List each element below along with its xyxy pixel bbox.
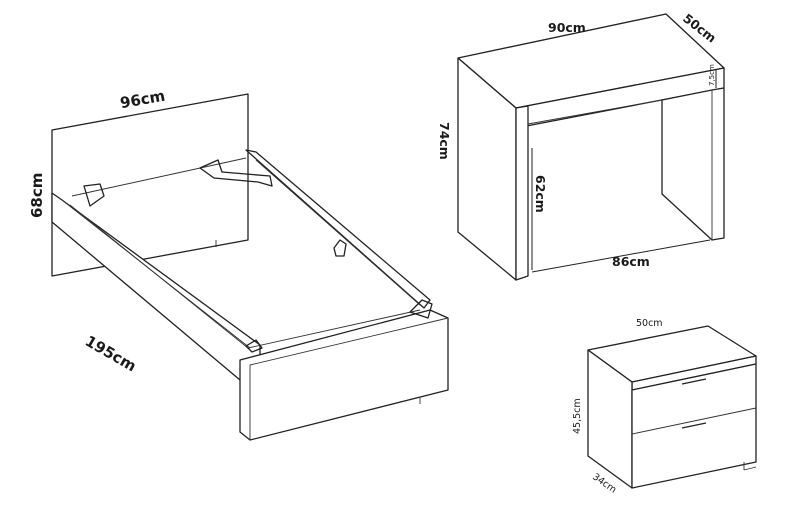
desk-drawer-height-label: 7,5cm bbox=[708, 64, 716, 86]
nightstand-height-label: 45,5cm bbox=[572, 398, 583, 434]
nightstand-drawing: 50cm 45,5cm 34cm bbox=[572, 318, 757, 496]
bed-height-label: 68cm bbox=[28, 173, 46, 218]
bed-bracket-top-right bbox=[199, 159, 273, 187]
bed-headboard bbox=[51, 93, 249, 277]
desk-right-panel bbox=[661, 87, 725, 241]
bed-width-label: 96cm bbox=[119, 87, 167, 113]
bed-bracket-foot-left bbox=[245, 339, 263, 353]
desk-height-label: 74cm bbox=[437, 122, 452, 160]
bed-bracket-middle bbox=[333, 239, 347, 257]
desk-inner-height-label: 62cm bbox=[533, 175, 548, 213]
nightstand-width-label: 50cm bbox=[636, 318, 663, 329]
bed-bracket-top-left bbox=[83, 183, 105, 207]
bed-drawing: 96cm 68cm 195cm bbox=[28, 87, 449, 441]
nightstand-drawer-handle-bottom bbox=[681, 422, 707, 429]
bed-length-label: 195cm bbox=[82, 332, 139, 376]
desk-width-label: 90cm bbox=[548, 20, 586, 35]
desk-inner-width-label: 86cm bbox=[612, 254, 650, 269]
desk-drawing: 7,5cm 90cm 50cm 74cm 62cm 86cm bbox=[437, 11, 725, 281]
nightstand-drawer-handle-top bbox=[681, 378, 707, 385]
bed-right-rail bbox=[245, 149, 431, 309]
bed-footboard bbox=[239, 309, 449, 441]
bed-bracket-foot-right bbox=[409, 299, 433, 319]
